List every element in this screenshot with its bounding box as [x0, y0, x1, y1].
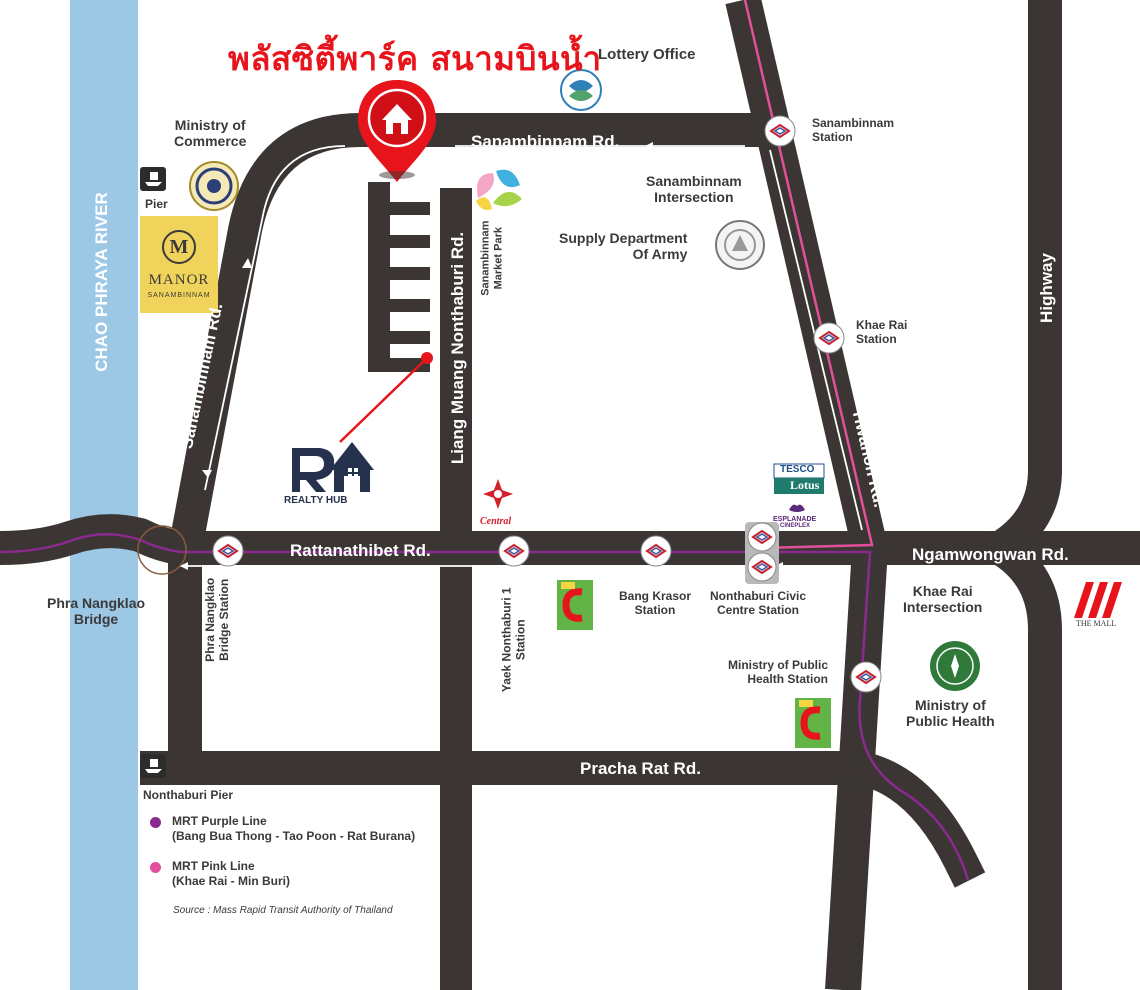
legend-purple-title: MRT Purple Line: [172, 814, 267, 828]
label-sanambinnam-intersection: Sanambinnam Intersection: [646, 173, 742, 206]
market-park-logo: [476, 169, 522, 210]
station-icon-civic-centre-top: [747, 522, 777, 552]
label-market-park: Sanambinnam Market Park: [479, 220, 505, 296]
ministry-commerce-seal: [189, 161, 239, 211]
label-phra-nangklao-bridge: Phra Nangklao Bridge: [47, 595, 146, 628]
label-lotus: Lotus: [790, 478, 820, 492]
label-ministry-health: Ministry of Public Health: [906, 697, 995, 730]
label-pier: Pier: [145, 197, 168, 211]
realty-hub-logo: [292, 442, 374, 492]
station-icon-ministry-health: [850, 661, 882, 693]
central-logo: [483, 479, 513, 509]
lottery-office-logo: [560, 69, 602, 111]
chao-phraya-river: [70, 0, 138, 990]
lower-right-road: [856, 751, 986, 888]
station-icon-yaek-nonthaburi: [498, 535, 530, 567]
tesco-lotus-logo: [773, 463, 825, 494]
label-esplanade: ESPLANADE: [773, 516, 817, 523]
direction-lines: [180, 145, 863, 567]
mrt-pink-line: [743, 0, 874, 550]
legend-source: Source : Mass Rapid Transit Authority of…: [173, 905, 393, 916]
label-rattanathibet: Rattanathibet Rd.: [290, 541, 431, 560]
pointer-dot: [421, 352, 433, 364]
manor-text: MANOR: [148, 272, 210, 288]
station-icon-phra-nangklao: [212, 535, 244, 567]
label-khae-rai-intersection: Khae Rai Intersection: [903, 583, 983, 616]
label-sanambinnam-top: Sanambinnam Rd.: [471, 132, 620, 151]
project-pin-icon: [358, 80, 436, 182]
label-central: Central: [480, 516, 512, 527]
legend-purple-dot: [150, 817, 161, 828]
pointer-line: [339, 357, 428, 443]
legend-pink-route: (Khae Rai - Min Buri): [172, 874, 291, 888]
rattanathibet-road: [0, 514, 1140, 565]
legend-purple-route: (Bang Bua Thong - Tao Poon - Rat Burana): [172, 829, 416, 843]
station-icons: [212, 115, 882, 693]
station-icon-khae-rai: [813, 322, 845, 354]
nonthaburi-pier-icon: [140, 754, 166, 778]
label-lottery: Lottery Office: [598, 46, 696, 63]
station-icon-bang-krasor: [640, 535, 672, 567]
manor-logo: M MANOR SANAMBINNAM: [140, 216, 218, 313]
label-yaek-nonthaburi-station: Yaek Nonthaburi 1 Station: [499, 587, 528, 693]
the-mall-logo: [1074, 582, 1122, 618]
pier-icon: [140, 167, 166, 191]
mrt-purple-line: [0, 533, 970, 881]
project-soi: [368, 182, 430, 372]
label-realty-hub: REALTY HUB: [284, 495, 348, 506]
label-bang-krasor-station: Bang Krasor Station: [619, 589, 692, 617]
bridge-marker: [137, 525, 187, 575]
label-nonthaburi-pier: Nonthaburi Pier: [143, 788, 234, 802]
label-ngamwongwan: Ngamwongwan Rd.: [912, 545, 1069, 564]
station-icon-civic-centre-bottom: [747, 552, 777, 582]
legend-pink-title: MRT Pink Line: [172, 859, 255, 873]
highway-road-lower: [990, 533, 1062, 990]
manor-subtext: SANAMBINNAM: [147, 292, 211, 299]
label-the-mall: THE MALL: [1076, 619, 1117, 628]
supply-dept-seal: [715, 220, 765, 270]
label-tesco: TESCO: [780, 464, 815, 475]
tiwanon-road: [725, 0, 889, 990]
label-khae-rai-station: Khae Rai Station: [856, 318, 908, 346]
legend-pink-dot: [150, 862, 161, 873]
manor-emblem: M: [162, 230, 196, 264]
page-title: พลัสซิตี้พาร์ค สนามบินน้ำ: [228, 39, 602, 78]
label-cineplex: CINEPLEX: [780, 523, 811, 529]
label-ministry-commerce: Ministry of Commerce: [174, 117, 247, 150]
label-sanambinnam-station: Sanambinnam Station: [812, 116, 895, 144]
label-pracha-rat: Pracha Rat Rd.: [580, 759, 701, 778]
label-river: CHAO PHRAYA RIVER: [91, 192, 111, 372]
label-liang-muang: Liang Muang Nonthaburi Rd.: [448, 231, 468, 465]
label-phra-nangklao-station: Phra Nangklao Bridge Station: [203, 577, 232, 662]
bigc-logo-1: [557, 580, 593, 630]
label-ministry-health-station: Ministry of Public Health Station: [728, 658, 829, 686]
station-icon-sanambinnam: [764, 115, 796, 147]
ministry-health-seal: [930, 641, 980, 691]
sanambinnam-left-road: [168, 113, 760, 554]
legend-pink: MRT Pink Line (Khae Rai - Min Buri): [150, 859, 291, 889]
label-highway: Highway: [1036, 253, 1056, 323]
label-supply-dept: Supply Department Of Army: [559, 230, 688, 263]
esplanade-logo: [789, 504, 805, 512]
label-civic-centre-station: Nonthaburi Civic Centre Station: [710, 589, 807, 617]
legend-purple: MRT Purple Line (Bang Bua Thong - Tao Po…: [150, 814, 416, 844]
bigc-logo-2: [795, 698, 831, 748]
